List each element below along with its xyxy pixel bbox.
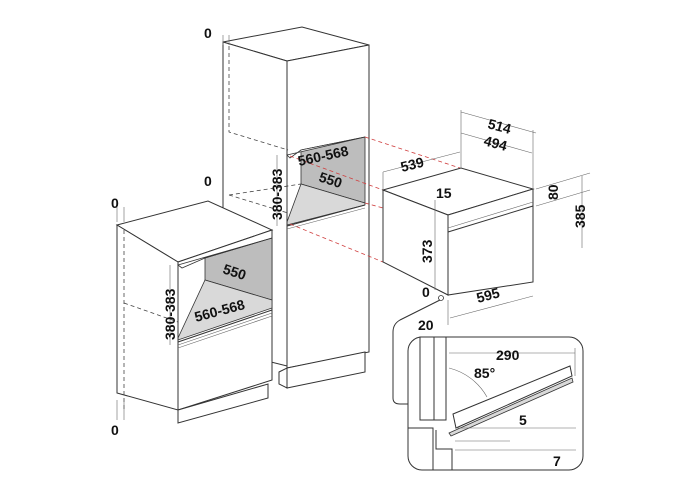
tall-gap-top-label: 0 [204, 25, 212, 41]
tall-cabinet [222, 26, 370, 389]
oven-depth-outer-label: 514 [486, 115, 513, 137]
oven-panel-height-label: 80 [545, 184, 561, 200]
oven-front-depth-label: 20 [418, 317, 434, 333]
door-detail [392, 299, 584, 471]
base-niche-height-label: 380-383 [162, 288, 178, 340]
door-angle-label: 85° [474, 365, 495, 381]
oven-gap-label: 0 [422, 284, 430, 300]
oven [381, 167, 535, 301]
door-length-label: 290 [496, 347, 520, 363]
oven-front-offset-label: 15 [436, 185, 452, 201]
base-gap-top-label: 0 [111, 195, 119, 211]
oven-width-label: 595 [475, 284, 502, 306]
tall-gap-side-label: 0 [204, 173, 212, 189]
dimension-lines [116, 35, 591, 420]
oven-depth-inner-label: 494 [482, 132, 509, 154]
oven-body-height-label: 373 [419, 239, 435, 263]
base-niche-depth-label: 550 [221, 261, 248, 284]
tall-niche-height-label: 380-383 [269, 168, 285, 220]
oven-depth-total-label: 539 [399, 154, 426, 175]
oven-total-height-label: 385 [572, 204, 588, 228]
base-cabinet [115, 200, 274, 424]
base-gap-bottom-label: 0 [111, 422, 119, 438]
door-clearance-label: 5 [519, 412, 527, 428]
projection-lines [289, 136, 461, 263]
tall-niche-depth-label: 550 [317, 169, 344, 192]
bottom-clearance-label: 7 [553, 453, 561, 469]
